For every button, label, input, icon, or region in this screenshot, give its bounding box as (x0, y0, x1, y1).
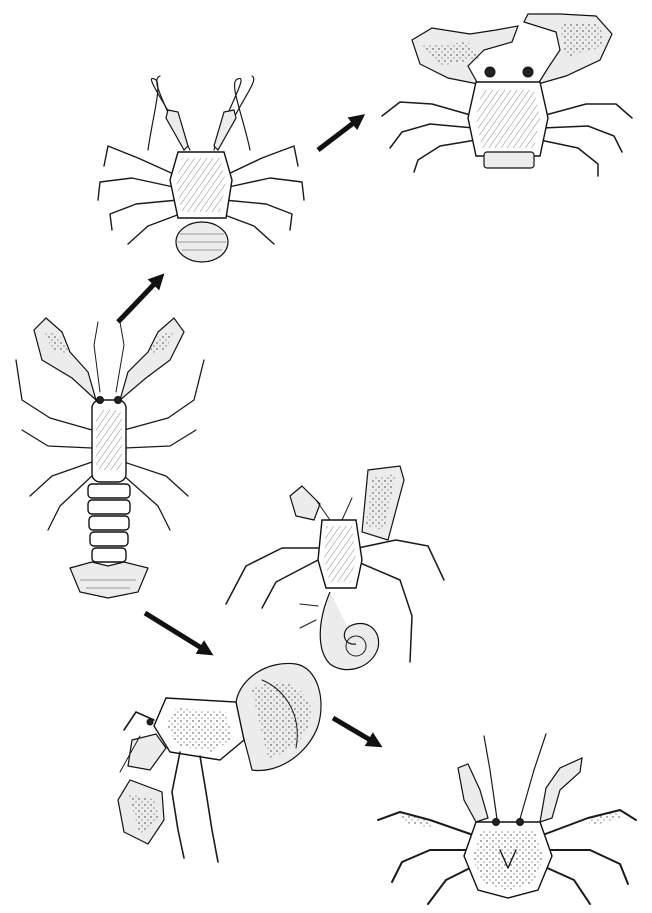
arrow-squat-lobster-to-porcelain-crab (318, 118, 360, 150)
squat-lobster-icon (98, 76, 304, 262)
arrow-lobster-to-squat-lobster (118, 278, 160, 322)
squat-lobster-like-ancestor-icon (16, 318, 204, 598)
king-crab-like-icon (378, 734, 636, 904)
arrow-lobster-to-hermit-crab (145, 613, 208, 652)
arrow-hermit-crab-to-king-crab (333, 718, 377, 744)
porcelain-crab-icon (382, 14, 632, 176)
hermit-crab-in-shell-icon (118, 663, 321, 862)
hermit-crab-with-tube-icon (226, 466, 444, 670)
